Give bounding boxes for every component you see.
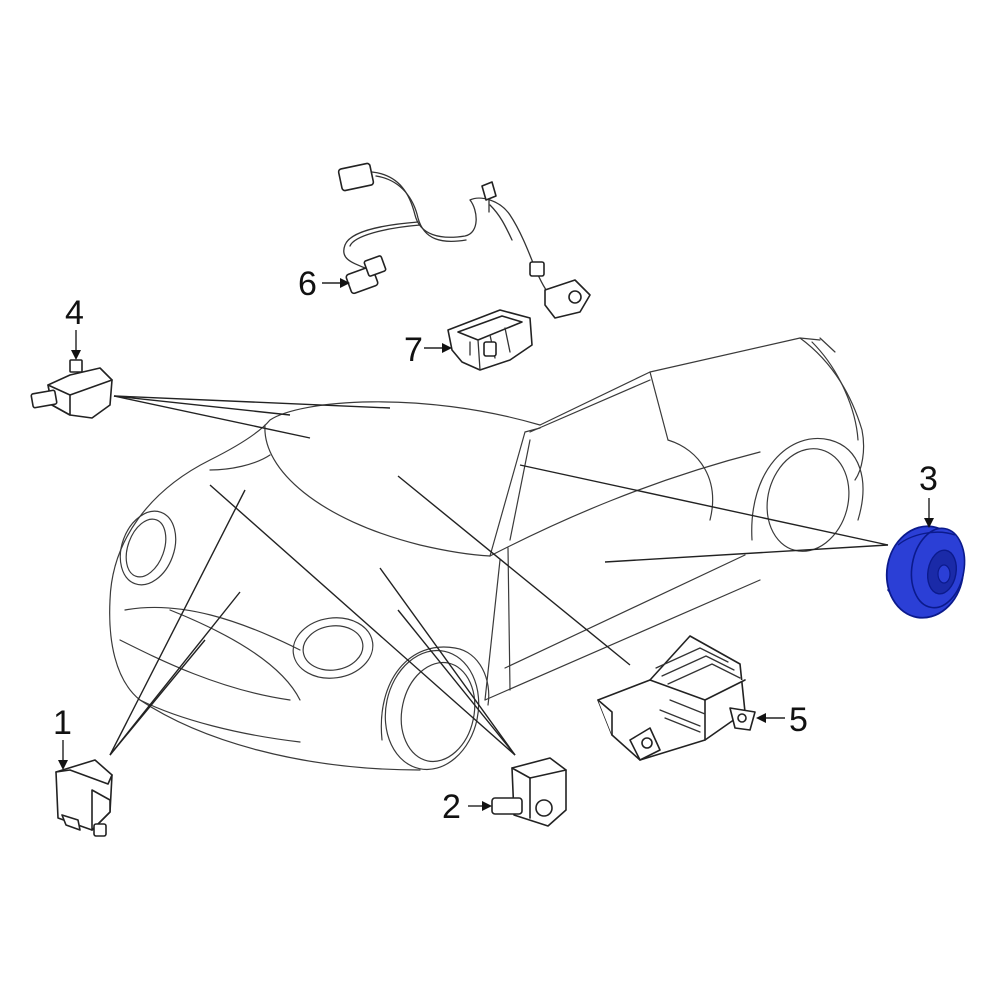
part-7-bracket[interactable] <box>447 309 533 371</box>
part-5-control-module[interactable] <box>597 635 756 761</box>
callout-7: 7 <box>404 331 423 369</box>
part-6-wire-harness[interactable] <box>337 162 591 319</box>
callout-2: 2 <box>442 788 461 826</box>
vehicle-outline <box>109 337 865 771</box>
callout-6: 6 <box>298 265 317 303</box>
part-1-sensor[interactable] <box>55 759 113 837</box>
callout-4: 4 <box>65 294 84 332</box>
part-4-sensor[interactable] <box>30 359 113 419</box>
callout-5: 5 <box>789 701 808 739</box>
leader-lines <box>109 395 889 756</box>
part-3-horn[interactable] <box>880 520 971 624</box>
callout-1: 1 <box>53 704 72 742</box>
callout-arrows <box>58 278 934 811</box>
callout-3: 3 <box>919 460 938 498</box>
part-2-sensor[interactable] <box>491 757 567 827</box>
